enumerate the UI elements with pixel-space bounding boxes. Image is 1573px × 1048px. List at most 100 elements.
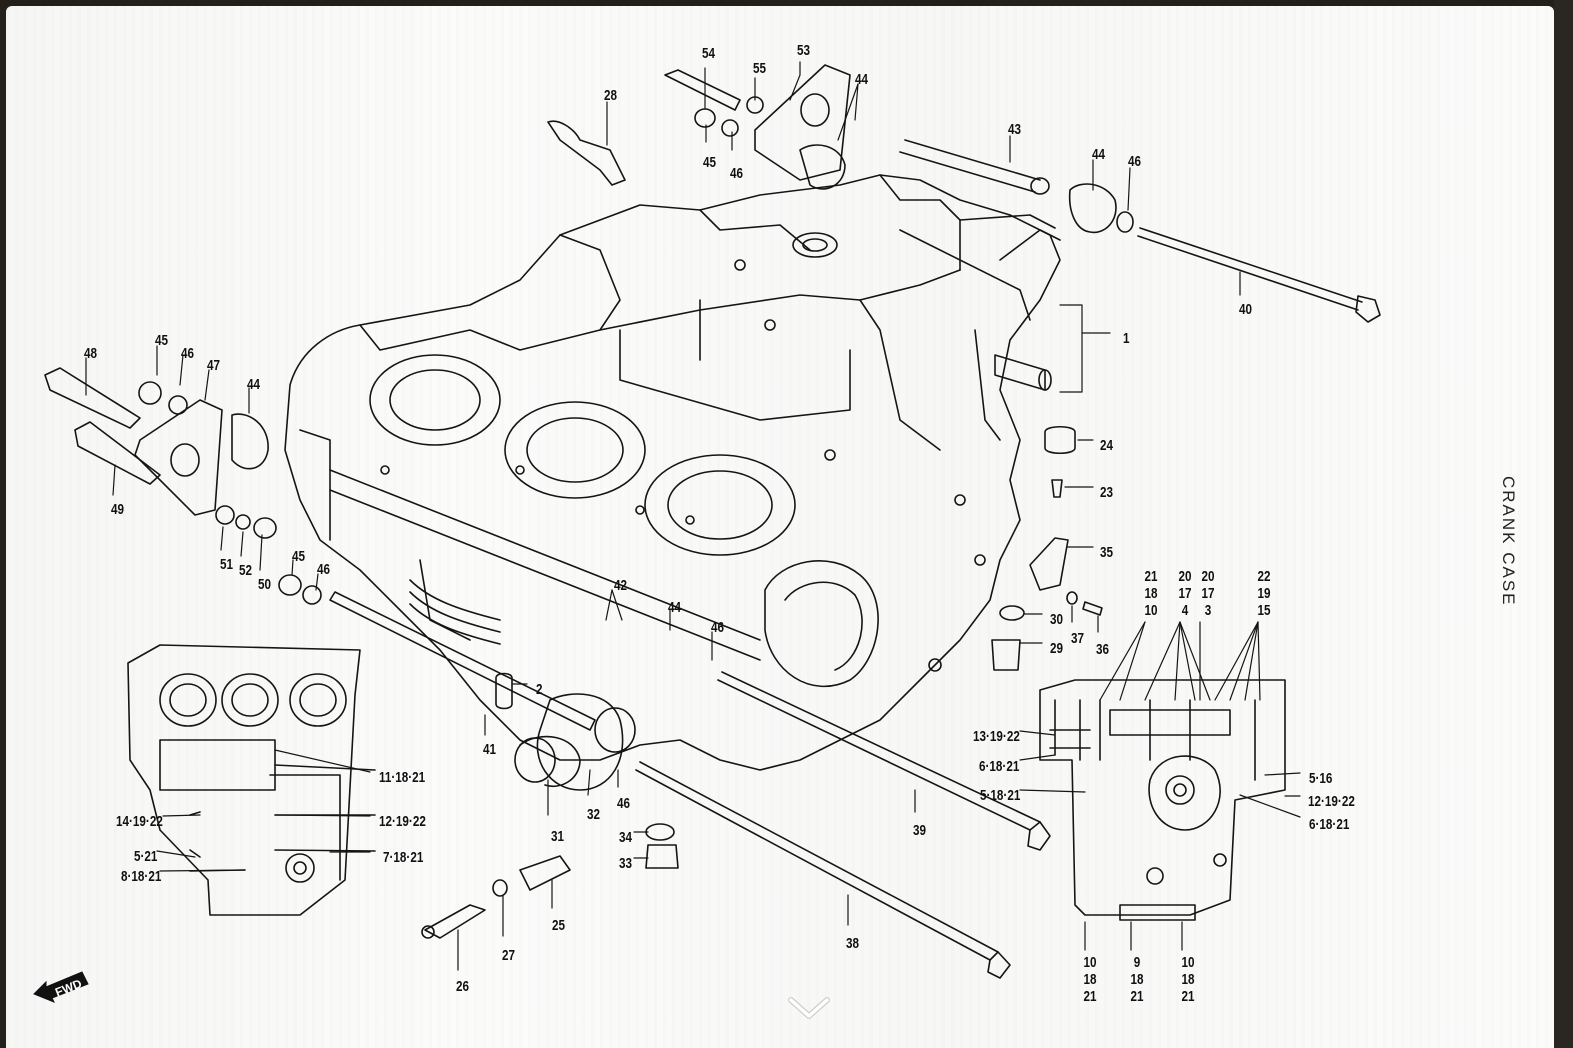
callout-37: 37 [1071,630,1085,647]
stacked-callout: 9 18 21 [1130,954,1144,1005]
callout-35: 35 [1100,544,1114,561]
callout-46: 46 [317,561,331,578]
stack-value: 10 [1144,602,1158,619]
scan-texture [6,6,1554,1048]
crankcase-exploded-drawing [44,61,1381,979]
right-view-callout: 13·19·22 [973,728,1020,745]
top-bracket-group [547,64,851,190]
stack-value: 10 [1181,954,1195,971]
callout-55: 55 [753,60,767,77]
stack-value: 21 [1083,988,1097,1005]
stack-value: 18 [1083,971,1097,988]
callout-45: 45 [155,332,169,349]
crankcase-upper-body [284,174,1061,791]
left-inset-view [127,644,376,916]
callout-33: 33 [619,855,633,872]
right-inset-view [1039,679,1286,921]
stack-value: 20 [1201,568,1215,585]
stack-value: 22 [1257,568,1271,585]
viewer-right-edge [1554,0,1573,1048]
callout-2: 2 [536,681,543,698]
stack-value: 18 [1181,971,1195,988]
callout-39: 39 [913,822,927,839]
diagram-title: CRANK CASE [1499,476,1518,607]
callout-50: 50 [258,576,272,593]
callout-49: 49 [111,501,125,518]
right-view-callout: 12·19·22 [1308,793,1355,810]
right-view-callout: 6·18·21 [1309,816,1350,833]
callout-46: 46 [1128,153,1142,170]
left-view-callout: 5·21 [134,848,158,865]
forward-arrow-icon: FWD [32,964,92,1009]
callout-51: 51 [220,556,234,573]
callout-34: 34 [619,829,633,846]
small-parts-right [421,425,1103,939]
right-view-callout: 5·16 [1309,770,1333,787]
callout-27: 27 [502,947,516,964]
callout-46: 46 [711,619,725,636]
stacked-callout: 10 18 21 [1181,954,1195,1005]
callout-43: 43 [1008,121,1022,138]
diagram-page: 54 55 53 44 28 45 46 43 44 46 40 1 48 45… [6,6,1554,1048]
callout-53: 53 [797,42,811,59]
callout-23: 23 [1100,484,1114,501]
callout-45: 45 [292,548,306,565]
callout-46: 46 [181,345,195,362]
callout-1: 1 [1123,330,1130,347]
callout-44: 44 [855,71,869,88]
callout-36: 36 [1096,641,1110,658]
callout-44: 44 [247,376,261,393]
callout-44: 44 [1092,146,1106,163]
callout-32: 32 [587,806,601,823]
stacked-callout: 20 17 3 [1201,568,1215,619]
callout-47: 47 [207,357,221,374]
callout-46: 46 [617,795,631,812]
callout-52: 52 [239,562,253,579]
stack-value: 17 [1178,585,1192,602]
stack-value: 3 [1204,602,1212,619]
stack-value: 4 [1181,602,1189,619]
stack-value: 19 [1257,585,1271,602]
left-bracket-group [44,367,322,605]
callout-25: 25 [552,917,566,934]
stacked-callout: 21 18 10 [1144,568,1158,619]
callout-46: 46 [730,165,744,182]
stack-value: 18 [1144,585,1158,602]
right-view-callout: 5·18·21 [980,787,1021,804]
left-view-callout: 14·19·22 [116,813,163,830]
callout-31: 31 [551,828,565,845]
left-view-callout: 11·18·21 [379,769,426,786]
callout-48: 48 [84,345,98,362]
chevron-down-icon [788,997,830,1019]
callout-42: 42 [614,577,628,594]
forward-label: FWD [53,976,84,999]
callout-41: 41 [483,741,497,758]
stacked-callout: 10 18 21 [1083,954,1097,1005]
stack-value: 21 [1181,988,1195,1005]
callout-44: 44 [668,599,682,616]
callout-24: 24 [1100,437,1114,454]
stack-value: 21 [1130,988,1144,1005]
stacked-callout: 20 17 4 [1178,568,1192,619]
callout-45: 45 [703,154,717,171]
scroll-down-button[interactable] [786,994,832,1029]
stack-value: 9 [1133,954,1141,971]
long-through-bolts [329,139,1381,979]
stack-value: 21 [1144,568,1158,585]
callout-54: 54 [702,45,716,62]
left-view-callout: 12·19·22 [379,813,426,830]
callout-leader-lines [85,61,1301,971]
callout-38: 38 [846,935,860,952]
stack-value: 10 [1083,954,1097,971]
callout-40: 40 [1239,301,1253,318]
left-view-callout: 8·18·21 [121,868,162,885]
callout-29: 29 [1050,640,1064,657]
stack-value: 18 [1130,971,1144,988]
stacked-callout: 22 19 15 [1257,568,1271,619]
callout-26: 26 [456,978,470,995]
right-view-callout: 6·18·21 [979,758,1020,775]
stack-value: 17 [1201,585,1215,602]
callout-30: 30 [1050,611,1064,628]
left-view-callout: 7·18·21 [383,849,424,866]
stack-value: 15 [1257,602,1271,619]
